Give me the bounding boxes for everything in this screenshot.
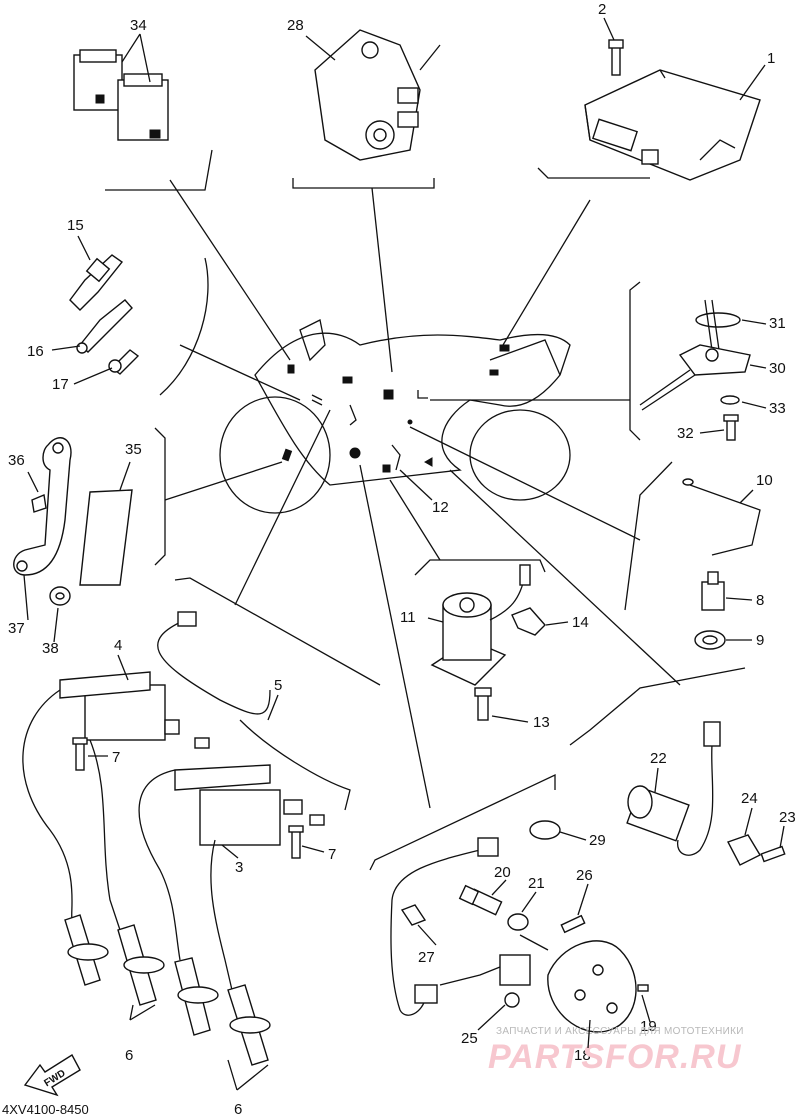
callout-17: 17 (52, 376, 69, 393)
ignition-coil-4 (59, 671, 180, 741)
gasket-9 (694, 630, 726, 650)
callout-19: 19 (640, 1018, 657, 1035)
ignition-coil-3 (174, 764, 303, 846)
callout-15: 15 (67, 217, 84, 234)
callout-14: 14 (572, 614, 589, 631)
callout-2: 2 (598, 1, 606, 18)
switch-8 (701, 571, 725, 611)
callout-32: 32 (677, 425, 694, 442)
callout-27: 27 (418, 949, 435, 966)
callout-16: 16 (27, 343, 44, 360)
document-id: 4XV4100-8450 (2, 1102, 89, 1117)
watermark-brand: PARTSFOR.RU (488, 1038, 742, 1076)
bolt-23 (760, 845, 786, 863)
callout-38: 38 (42, 640, 59, 657)
callout-18: 18 (574, 1047, 591, 1064)
clip-29 (529, 820, 561, 840)
callout-8: 8 (756, 592, 764, 609)
ecu-unit-1 (584, 39, 761, 181)
sensor-11 (430, 564, 531, 686)
sensor-17 (108, 349, 140, 375)
callout-5: 5 (274, 677, 282, 694)
clip-14 (511, 607, 546, 636)
callout-26: 26 (576, 867, 593, 884)
callout-34: 34 (130, 17, 147, 34)
fwd-arrow-icon: FWD (23, 1054, 81, 1097)
callout-6a: 6 (125, 1047, 133, 1064)
callout-3: 3 (235, 859, 243, 876)
bolt-26 (560, 914, 586, 934)
callout-25: 25 (461, 1030, 478, 1047)
bracket-37 (13, 437, 72, 576)
relay-34 (73, 49, 169, 141)
bolt-20 (458, 884, 503, 916)
callout-leaders (23, 17, 785, 1049)
sensor-22 (626, 721, 721, 856)
callout-29: 29 (589, 832, 606, 849)
bolt-13 (474, 687, 492, 721)
callout-23: 23 (779, 809, 796, 826)
sensor-assembly-30 (639, 299, 751, 441)
callout-31: 31 (769, 315, 786, 332)
starter-relay-28 (314, 29, 441, 161)
clip-24 (727, 834, 761, 866)
callout-20: 20 (494, 864, 511, 881)
callout-11: 11 (400, 609, 416, 626)
callout-numbers: 1 2 3 4 5 6 6 7 7 8 9 10 11 12 13 14 15 … (8, 1, 796, 1117)
callout-36: 36 (8, 452, 25, 469)
callout-9: 9 (756, 632, 764, 649)
washer-21 (507, 913, 529, 931)
callout-33: 33 (769, 400, 786, 417)
lead-10 (682, 478, 761, 556)
callout-37: 37 (8, 620, 25, 637)
pickup-coil-25 (439, 954, 531, 1008)
callout-1: 1 (767, 50, 775, 67)
group-brackets (105, 149, 746, 871)
bolt-7b (288, 825, 304, 859)
callout-21: 21 (528, 875, 545, 892)
watermark: ЗАПЧАСТИ И АКСЕССУАРЫ ДЛЯ МОТОТЕХНИКИ PA… (488, 1026, 744, 1076)
callout-10: 10 (756, 472, 773, 489)
plug-leads-6 (22, 689, 271, 1091)
washer-38 (49, 586, 71, 606)
bolt-7a (72, 737, 88, 771)
callout-7b: 7 (328, 846, 336, 863)
sensor-15 (69, 254, 124, 311)
callout-4: 4 (114, 637, 122, 654)
callout-13: 13 (533, 714, 550, 731)
callout-6b: 6 (234, 1101, 242, 1117)
callout-12: 12 (432, 499, 449, 516)
callout-22: 22 (650, 750, 667, 767)
harness-5 (157, 611, 351, 826)
callout-7a: 7 (112, 749, 120, 766)
harness-27 (390, 837, 499, 1016)
watermark-caption: ЗАПЧАСТИ И АКСЕССУАРЫ ДЛЯ МОТОТЕХНИКИ (496, 1026, 744, 1037)
callout-35: 35 (125, 441, 142, 458)
callout-30: 30 (769, 360, 786, 377)
sensor-16 (76, 299, 133, 354)
motorcycle-silhouette (219, 319, 571, 514)
pad-35 (79, 489, 133, 586)
rotor-plate-18 (519, 934, 649, 1033)
callout-24: 24 (741, 790, 758, 807)
callout-28: 28 (287, 17, 304, 34)
